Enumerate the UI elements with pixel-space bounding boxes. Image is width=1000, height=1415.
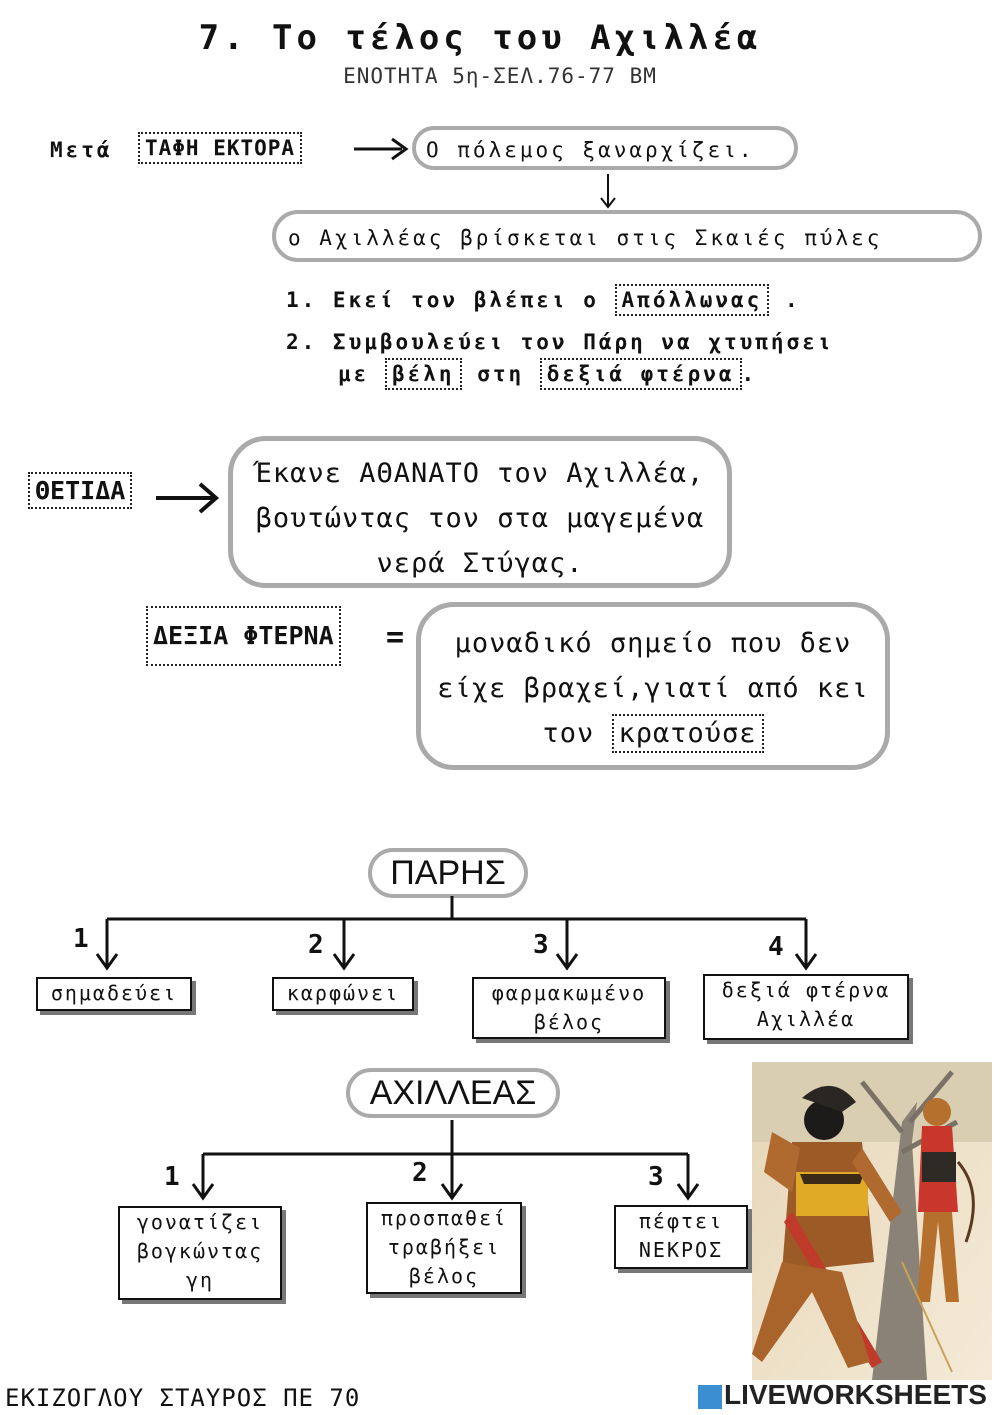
paris-step4-box: δεξιά φτέρνα Αχιλλέα (703, 974, 909, 1040)
blank-veli[interactable]: βέλη (384, 358, 462, 390)
watermark-text: LIVEWORKSHEETS (724, 1379, 987, 1410)
thetis-line3: νερά Στύγας. (376, 548, 584, 579)
item2-mid: στη (477, 362, 525, 386)
achilles-step1-line3: γη (185, 1268, 215, 1292)
war-restarts-text: Ο πόλεμος ξαναρχίζει. (426, 138, 755, 162)
heel-line2: είχε βραχεί,γιατί από κει (437, 673, 869, 704)
paris-step4-line2: Αχιλλέα (756, 1007, 856, 1031)
arrow-down-icon (600, 174, 616, 209)
paris-step2-box: καρφώνει (272, 977, 414, 1011)
item1-text: 1. Εκεί τον βλέπει ο Απόλλωνας . (286, 284, 801, 316)
achilles-step3-box: πέφτει ΝΕΚΡΟΣ (614, 1205, 748, 1269)
blank-apollonas[interactable]: Απόλλωνας (614, 284, 770, 316)
item2-pre: με (338, 362, 370, 386)
paris-step4-line1: δεξιά φτέρνα (721, 978, 891, 1002)
paris-step1-text: σημαδεύει (50, 981, 178, 1005)
achilles-step2-num: 2 (412, 1158, 428, 1188)
achilles-step1-line2: βογκώντας (136, 1239, 264, 1263)
after-label: Μετά (50, 138, 113, 162)
paris-step3-line2: βέλος (533, 1010, 605, 1034)
heel-line1: μοναδικό σημείο που δεν (454, 628, 852, 659)
heel-pill: μοναδικό σημείο που δεν είχε βραχεί,γιατ… (416, 602, 890, 770)
paris-heading: ΠΑΡΗΣ (368, 848, 528, 898)
blank-kratouse[interactable]: κρατούσε (611, 714, 764, 753)
achilles-step3-line2: ΝΕΚΡΟΣ (638, 1238, 724, 1262)
paris-step2-text: καρφώνει (286, 981, 400, 1005)
heel-line3: τον κρατούσε (421, 711, 885, 756)
paris-tree-connectors (95, 896, 818, 971)
paris-step1-num: 1 (73, 924, 89, 954)
achilles-step3-num: 3 (648, 1162, 664, 1192)
heel-text: μοναδικό σημείο που δεν είχε βραχεί,γιατ… (421, 621, 885, 756)
thetis-line1: Έκανε ΑΘΑΝΑΤΟ τον Αχιλλέα, (255, 458, 705, 489)
equals-sign: = (386, 620, 405, 655)
achilles-step3-line1: πέφτει (638, 1209, 724, 1233)
achilles-step2-line1: προσπαθεί (380, 1206, 508, 1230)
item1-suffix: . (769, 288, 801, 312)
achilles-step1-num: 1 (164, 1162, 180, 1192)
liveworksheets-watermark[interactable]: LIVEWORKSHEETS (698, 1379, 987, 1411)
paris-step3-line1: φαρμακωμένο (491, 981, 647, 1005)
paris-step1-box: σημαδεύει (36, 977, 192, 1011)
thetis-line2: βουτώντας τον στα μαγεμένα (255, 503, 705, 534)
liveworksheets-logo-icon (698, 1384, 722, 1409)
achilles-gates-pill: ο Αχιλλέας βρίσκεται στις Σκαιές πύλες (272, 210, 982, 262)
achilles-gates-text: ο Αχιλλέας βρίσκεται στις Σκαιές πύλες (288, 226, 883, 250)
page-subtitle: ΕΝΟΤΗΤΑ 5η-ΣΕΛ.76-77 ΒΜ (343, 64, 657, 88)
achilles-step2-line2: τραβήξει (387, 1235, 501, 1259)
item2-line1: 2. Συμβουλεύει τον Πάρη να χτυπήσει (286, 330, 834, 354)
blank-tafi-ektora[interactable]: ΤΑΦΗ ΕΚΤΟΡΑ (138, 132, 303, 164)
heel-line3-pre: τον (542, 718, 595, 749)
war-restarts-pill: Ο πόλεμος ξαναρχίζει. (412, 126, 798, 170)
achilles-step1-line1: γονατίζει (136, 1210, 264, 1234)
item1-prefix: 1. Εκεί τον βλέπει ο (286, 288, 599, 312)
footer-author: ΕΚΙΖΟΓΛΟΥ ΣΤΑΥΡΟΣ ΠΕ 70 (5, 1384, 361, 1412)
item2-line2: με βέλη στη δεξιά φτέρνα. (338, 358, 758, 390)
achilles-tree-connectors (191, 1120, 700, 1201)
achilles-step2-box: προσπαθεί τραβήξει βέλος (366, 1202, 522, 1294)
paris-step3-num: 3 (533, 930, 549, 960)
thetis-pill: Έκανε ΑΘΑΝΑΤΟ τον Αχιλλέα, βουτώντας τον… (228, 436, 732, 588)
page-title: 7. Το τέλος του Αχιλλέα (198, 18, 762, 58)
paris-step3-box: φαρμακωμένο βέλος (472, 977, 666, 1039)
item2-end: . (741, 362, 758, 386)
achilles-step2-line3: βέλος (408, 1264, 480, 1288)
blank-dexia-fterna-label[interactable]: ΔΕΞΙΑ ΦΤΕΡΝΑ (146, 606, 341, 666)
thetis-text: Έκανε ΑΘΑΝΑΤΟ τον Αχιλλέα, βουτώντας τον… (233, 451, 727, 586)
achilles-step1-box: γονατίζει βογκώντας γη (118, 1206, 282, 1300)
paris-step4-num: 4 (768, 932, 784, 962)
achilles-heading: ΑΧΙΛΛΕΑΣ (346, 1068, 560, 1118)
paris-step2-num: 2 (308, 930, 324, 960)
blank-dexia-fterna[interactable]: δεξιά φτέρνα (539, 358, 742, 390)
blank-thetida[interactable]: ΘΕΤΙΔΑ (28, 472, 133, 509)
arrow-right-icon (354, 137, 409, 161)
arrow-right-icon (156, 482, 220, 514)
achilles-illustration (752, 1062, 992, 1380)
